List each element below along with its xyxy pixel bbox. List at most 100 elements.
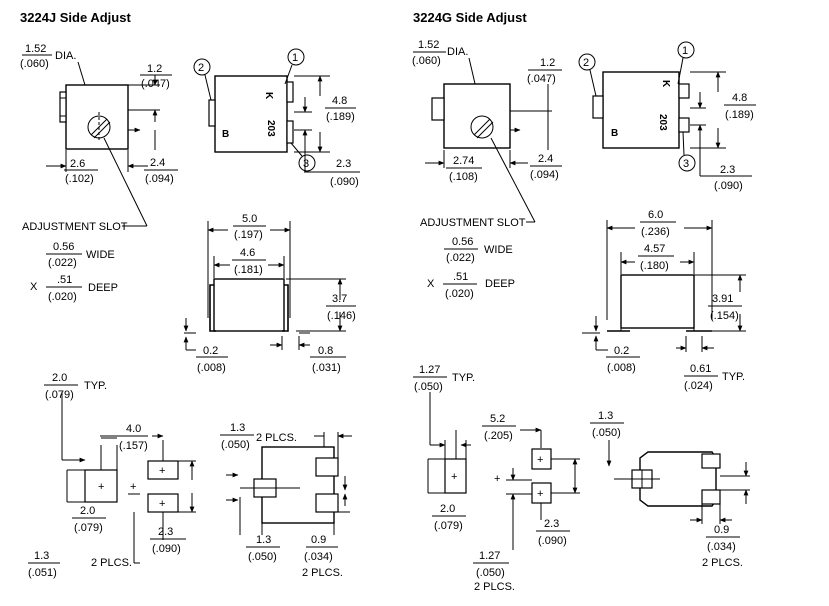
right-fp-09: 0.9 [714,524,729,536]
right-typ: TYP. [452,372,475,384]
right-len-inner: 4.57 [644,243,665,255]
left-callout-3: 3 [303,158,309,170]
right-fp-13: 1.3 [598,410,613,422]
left-lead-t-in: (.008) [197,362,226,374]
left-pad-w2-in: (.079) [74,522,103,534]
left-pad-sp2-in: (.090) [152,543,181,555]
right-panel: 3224G Side Adjust 1.52 (.060) DIA. 1.2 (… [412,10,756,593]
left-panel: 3224J Side Adjust 1.52 (.060) DIA. 1.2 (… [20,10,360,579]
left-width: 2.6 [70,158,85,170]
left-width-in: (.102) [65,173,94,185]
right-pad-w2: 2.0 [440,503,455,515]
left-pad-sp: 4.0 [126,423,141,435]
left-pad-sp2: 2.3 [158,526,173,538]
left-top-offset: 1.2 [147,63,162,75]
right-length-view: 6.0 (.236) 4.57 (.180) 3.91 [582,209,746,392]
right-callout-1: 1 [682,45,688,57]
right-pad-sp2-in: (.090) [538,535,567,547]
right-slot-deep: .51 [453,271,468,283]
right-pad-h-in: (.050) [476,567,505,579]
right-top-offset: 1.2 [540,57,555,69]
right-lead-l-in: (.024) [684,380,713,392]
left-fp-13-in: (.050) [221,439,250,451]
right-fp-09-in: (.034) [707,541,736,553]
right-title: 3224G Side Adjust [413,10,527,25]
right-fp-13-in: (.050) [592,427,621,439]
left-body-h-in: (.146) [327,310,356,322]
right-pad-h: 1.27 [479,550,500,562]
right-slot-deep-in: (.020) [445,288,474,300]
left-side-view: K 203 B 2 1 3 4.8 (.189) 2.3 [193,48,360,188]
left-pad-mark-bot: + [159,498,165,510]
left-typ: TYP. [84,380,107,392]
right-dia-inch: (.060) [412,55,441,67]
left-pad-plus: + [130,481,136,493]
left-title: 3224J Side Adjust [20,10,131,25]
right-side-h: 2.4 [538,153,553,165]
right-pad-sp-in: (.205) [484,430,513,442]
right-body-h-in: (.154) [710,310,739,322]
right-slot-spec: ADJUSTMENT SLOT 0.56 (.022) WIDE X .51 (… [420,137,536,300]
right-len-outer: 6.0 [648,209,663,221]
right-term-h: 2.3 [720,164,735,176]
left-front-view: 1.52 (.060) DIA. 1.2 (.047) [20,43,178,185]
left-fp-13b-in: (.050) [248,551,277,563]
left-fp-09-in: (.034) [304,551,333,563]
right-x-label: X [427,278,435,290]
left-wide-label: WIDE [86,249,115,261]
right-footprint: 1.3 (.050) 0.9 (.034) 2 PLCS. [590,410,750,569]
left-slot-wide-in: (.022) [48,257,77,269]
left-slot-label: ADJUSTMENT SLOT [22,221,128,233]
right-slot-label: ADJUSTMENT SLOT [420,217,526,229]
right-deep-label: DEEP [485,278,515,290]
left-pad-center-mark: + [98,481,104,493]
left-dia-value: 1.52 [25,43,46,55]
left-lead-l-in: (.031) [312,362,341,374]
left-pad-w: 2.0 [52,372,67,384]
left-height-in: (.189) [326,111,355,123]
right-callout-2: 2 [583,57,589,69]
left-fp-13: 1.3 [230,422,245,434]
left-len-outer-in: (.197) [234,229,263,241]
right-plcs: 2 PLCS. [474,581,515,593]
right-marking-k: K [660,80,671,88]
right-lead-typ: TYP. [722,371,745,383]
left-slot-spec: ADJUSTMENT SLOT 0.56 (.022) WIDE X .51 (… [22,137,148,303]
left-slot-deep-in: (.020) [48,291,77,303]
right-callout-3: 3 [683,158,689,170]
right-pad-center-mark: + [451,471,457,483]
right-logo-mark: B [611,128,618,139]
right-marking-203: 203 [657,114,668,131]
left-footprint: 1.3 (.050) 2 PLCS. 1.3 (.050) 0.9 [220,422,352,579]
right-pad-sp2: 2.3 [544,518,559,530]
right-pad-w2-in: (.079) [434,520,463,532]
left-len-inner-in: (.181) [234,264,263,276]
left-pad-mark-top: + [159,465,165,477]
right-height: 4.8 [732,92,747,104]
left-x-label: X [30,281,38,293]
right-lead-l: 0.61 [690,363,711,375]
left-slot-deep: .51 [57,274,72,286]
right-lead-t: 0.2 [614,345,629,357]
right-len-outer-in: (.236) [641,226,670,238]
left-dia-label: DIA. [55,50,76,62]
left-plcs: 2 PLCS. [91,557,132,569]
left-fp-plcs: 2 PLCS. [256,432,297,444]
right-slot-wide-in: (.022) [446,252,475,264]
left-height: 4.8 [332,95,347,107]
right-body-h: 3.91 [712,293,733,305]
right-pad-sp: 5.2 [490,413,505,425]
left-term-h-in: (.090) [330,176,359,188]
right-wide-label: WIDE [484,244,513,256]
left-fp-09: 0.9 [311,534,326,546]
right-top-offset-in: (.047) [527,73,556,85]
left-pad-w2: 2.0 [80,505,95,517]
right-fp-plcs2: 2 PLCS. [702,557,743,569]
left-marking-203: 203 [265,120,276,137]
left-length-view: 5.0 (.197) 4.6 (.181) 3.7 ( [183,213,356,374]
left-lead-l: 0.8 [318,345,333,357]
right-width: 2.74 [453,155,474,167]
right-pad-w-in: (.050) [414,381,443,393]
left-slot-wide: 0.56 [53,241,74,253]
